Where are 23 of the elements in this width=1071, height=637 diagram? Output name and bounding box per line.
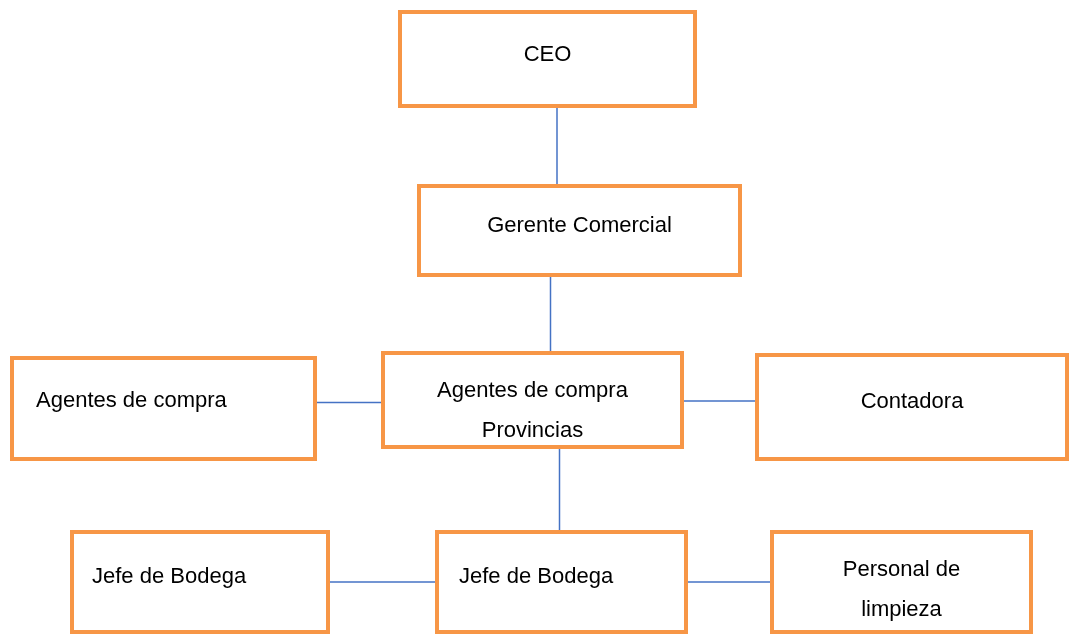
box-label: Jefe de Bodega (92, 562, 247, 590)
org-box (398, 10, 697, 108)
org-box (10, 356, 317, 461)
connector-line (558, 448, 561, 531)
box-label: Contadora (860, 387, 964, 415)
connector-line (687, 581, 771, 583)
box-label: Jefe de Bodega (459, 562, 614, 590)
box-label: Personal de limpieza (841, 555, 962, 623)
org-box (417, 184, 742, 277)
box-label: Gerente Comercial (487, 211, 672, 239)
org-box (755, 353, 1069, 461)
connector-line (316, 401, 382, 404)
connector-line (683, 400, 756, 402)
connector-line (556, 107, 558, 185)
connector-line (549, 276, 552, 352)
org-box (770, 530, 1033, 634)
box-label: Agentes de compra Provincias (436, 376, 629, 444)
org-box (70, 530, 330, 634)
connector-line (329, 581, 436, 583)
org-box (381, 351, 684, 449)
box-label: CEO (523, 40, 572, 68)
box-label: Agentes de compra (36, 386, 227, 414)
org-box (435, 530, 688, 634)
